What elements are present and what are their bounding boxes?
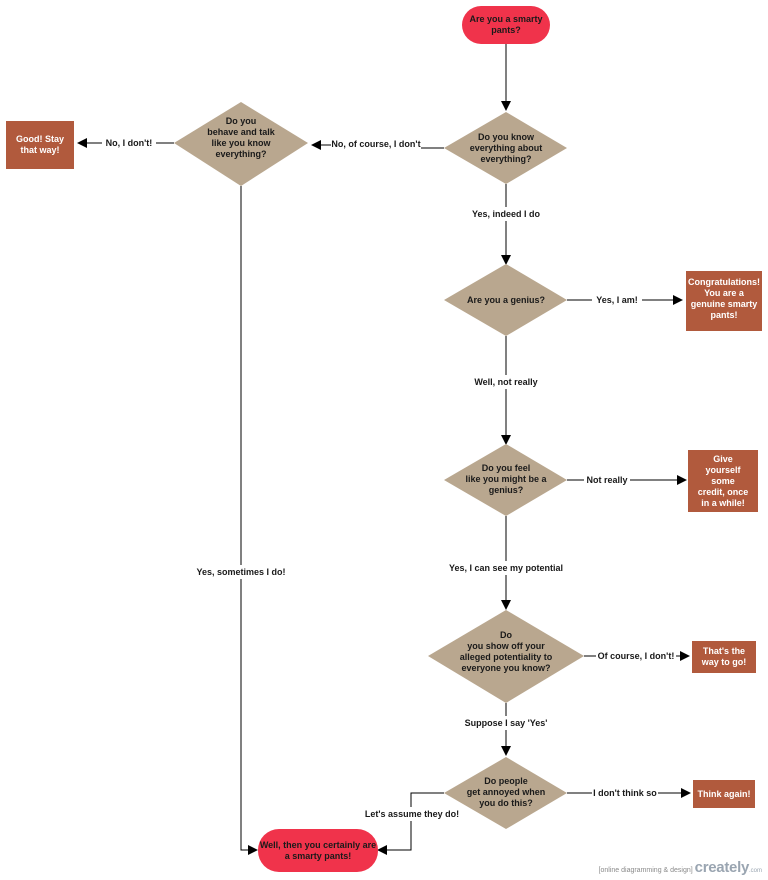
edge-behave-to-end [240,186,258,855]
edge-label-yes-i-am: Yes, I am! [596,295,638,305]
edge-label-lets-assume: Let's assume they do! [365,809,459,819]
edge-label-well-not-really: Well, not really [474,377,537,387]
edge-label-yes-potential: Yes, I can see my potential [449,563,563,573]
outcome-think-again-text: Think again! [697,789,750,799]
edge-label-suppose-yes: Suppose I say 'Yes' [465,718,548,728]
watermark-domain: .com [748,868,762,874]
edge-label-not-really: Not really [586,475,627,485]
edge-label-no-i-dont: No, I don't! [106,138,153,148]
edge-label-yes-indeed: Yes, indeed I do [472,209,541,219]
watermark-brand: creately [694,859,750,876]
decision-genius-text: Are you a genius? [467,295,545,305]
edge-label-yes-sometimes: Yes, sometimes I do! [196,567,285,577]
edge-label-no-of-course: No, of course, I don't [331,139,420,149]
edge-label-dont-think-so: I don't think so [593,788,657,798]
edge-labels: No, of course, I don't No, I don't! Yes,… [102,136,676,821]
decision-genius: Are you a genius? [444,264,567,336]
edge-annoyed-to-end [377,792,444,855]
creately-watermark: [online diagramming & design] creately.c… [599,859,762,876]
watermark-tagline: [online diagramming & design] [598,867,693,874]
edge-label-of-course-dont: Of course, I don't! [598,651,675,661]
connectors [77,44,691,855]
watermark-brand-text: creately [694,859,750,876]
outcome-think-again: Think again! [693,780,755,808]
